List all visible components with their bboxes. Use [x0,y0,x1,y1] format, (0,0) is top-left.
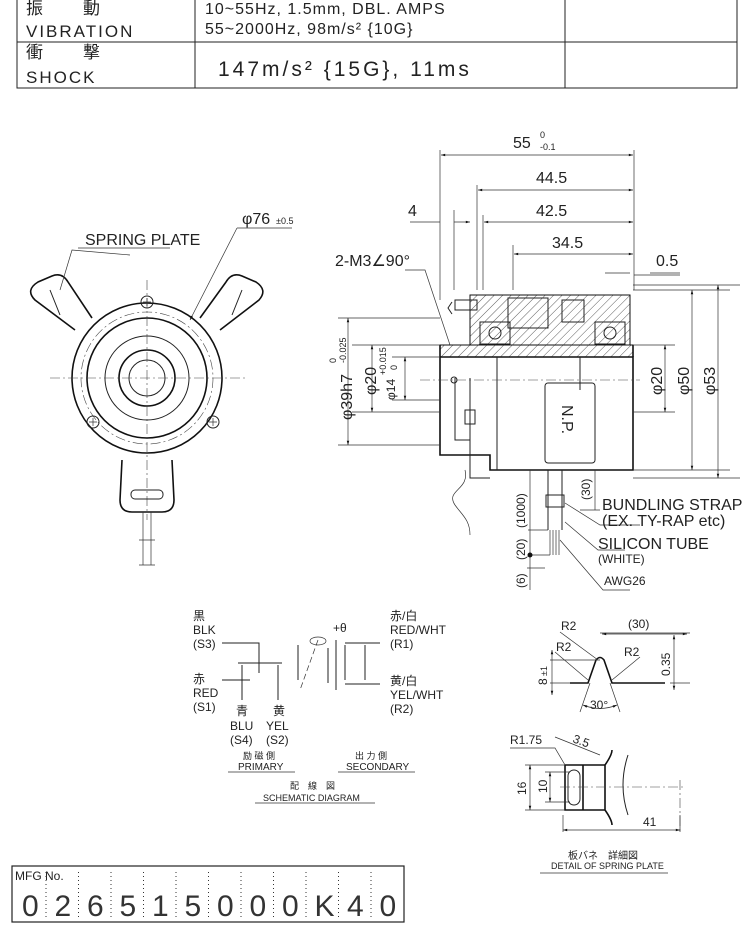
dim-30: (30) [628,617,649,631]
dim-4: 4 [408,203,417,220]
spec-table: 振 動 VIBRATION 10~55Hz, 1.5mm, DBL. AMPS … [16,0,738,89]
dim-16: 16 [515,781,529,795]
mfg-digit: 0 [380,890,397,923]
dia-14-tol-upper: +0.015 [378,347,388,375]
spring-detail-title: DETAIL OF SPRING PLATE [551,861,664,871]
s3-label: (S3) [193,637,216,651]
bundling-strap-note: (EX. TY-RAP etc) [602,513,725,530]
yel-jp: 黄 [273,704,285,718]
schematic-title: SCHEMATIC DIAGRAM [263,793,360,803]
yel-label: YEL [266,719,289,733]
dim-42-5: 42.5 [536,203,567,220]
silicon-tube-color: (WHITE) [598,552,645,566]
dim-0-5: 0.5 [656,253,678,270]
vibration-value-1: 10~55Hz, 1.5mm, DBL. AMPS [205,1,446,18]
blu-label: BLU [230,719,253,733]
primary-label: PRIMARY [238,762,284,773]
blu-jp: 青 [236,704,248,718]
secondary-jp: 出 力 側 [355,750,387,761]
yelwht-label: YEL/WHT [390,688,444,702]
vibration-value-2: 55~2000Hz, 98m/s² {10G} [205,21,413,38]
mfg-digit: 0 [250,890,267,923]
lead-30: (30) [579,479,593,500]
dia-39: φ39h7 [339,374,356,420]
s1-label: (S1) [193,700,216,714]
shock-value: 147m/s² {15G}, 11ms [218,58,472,81]
angle-30: 30° [590,698,608,712]
mfg-digit: 0 [217,890,234,923]
front-view: SPRING PLATE φ76 ±0.5 [29,211,293,566]
awg-label: AWG26 [604,574,646,588]
secondary-label: SECONDARY [346,762,409,773]
dim-8: 8 [536,678,550,685]
r2-top: R2 [561,619,577,633]
dim-55: 55 [513,135,531,152]
dim-34-5: 34.5 [552,235,583,252]
bundling-strap-label: BUNDLING STRAP [602,497,742,514]
spring-detail-title-jp: 板バネ 詳細図 [568,849,638,862]
dia-14: φ14 [384,379,398,400]
mfg-digit: 6 [87,890,104,923]
redwht-label: RED/WHT [390,623,447,637]
nameplate-label: N.P. [558,405,575,434]
mfg-digit: 0 [282,890,299,923]
vibration-label-jp: 振 動 [26,0,102,18]
silicon-tube-label: SILICON TUBE [598,536,709,553]
dia-20-right: φ20 [649,367,666,395]
dia-39-tol-upper: 0 [328,358,338,363]
vibration-label: VIBRATION [26,22,134,41]
mfg-label: MFG No. [15,869,64,883]
r1-label: (R1) [390,637,413,651]
dim-3-5: 3.5 [571,732,592,751]
r2-left: R2 [556,640,572,654]
dia-14-tol-lower: 0 [389,365,399,370]
yelwht-jp: 黄/白 [390,673,417,688]
outer-diameter-tol: ±0.5 [276,216,293,226]
lead-1000: (1000) [514,493,528,528]
r1-75: R1.75 [510,733,542,747]
side-view: 55 0 -0.1 44.5 42.5 34.5 4 0.5 2-M3∠90° … [328,130,742,591]
dim-8-tol: ±1 [539,666,549,676]
spring-plate-detail: R2 (30) R2 R2 8 ±1 0.35 30° R1.75 3.5 16… [510,617,690,874]
dia-39-tol-lower: -0.025 [338,337,348,363]
primary-jp: 励 磁 側 [243,750,275,761]
mfg-digit: 0 [22,890,39,923]
schematic-diagram: 黒 BLK (S3) 赤 RED (S1) 青 黄 BLU YEL (S4) (… [193,608,447,804]
r2-right: R2 [624,645,640,659]
mfg-digit: 4 [347,890,364,923]
dim-44-5: 44.5 [536,170,567,187]
redwht-jp: 赤/白 [390,608,417,623]
dia-53: φ53 [702,367,719,395]
red-label: RED [193,686,219,700]
mfg-digit: 5 [185,890,202,923]
mfg-digit: K [315,890,335,923]
dim-41: 41 [643,815,657,829]
s4-label: (S4) [230,733,253,747]
lead-20: (20) [514,539,528,560]
shock-label-jp: 衝 撃 [26,43,102,62]
dia-20-left: φ20 [363,367,380,395]
outer-diameter: φ76 [242,211,270,228]
lead-6: (6) [514,573,528,588]
spring-plate-label: SPRING PLATE [85,232,200,249]
red-jp: 赤 [193,672,205,686]
schematic-title-jp: 配 線 図 [290,780,335,791]
dim-55-tol-lower: -0.1 [540,142,556,152]
r2-label: (R2) [390,702,413,716]
mfg-digit: 1 [152,890,169,923]
theta-label: +θ [333,621,347,635]
dim-10: 10 [536,779,550,793]
screw-note: 2-M3∠90° [335,253,410,270]
dim-0-35: 0.35 [659,652,673,676]
blk-jp: 黒 [193,609,205,623]
mfg-digit: 5 [120,890,137,923]
dia-50: φ50 [676,367,693,395]
dim-55-tol-upper: 0 [540,130,545,140]
mfg-digit: 2 [55,890,72,923]
s2-label: (S2) [266,733,289,747]
blk-label: BLK [193,623,216,637]
shock-label: SHOCK [26,68,96,87]
